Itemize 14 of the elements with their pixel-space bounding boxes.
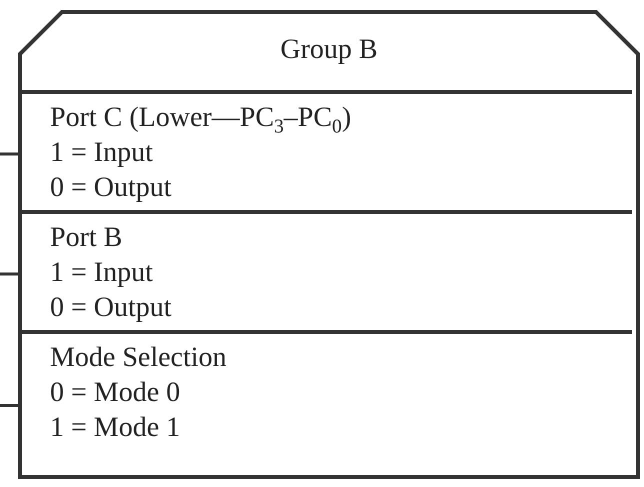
bit-setting-text: 1 = Input bbox=[50, 136, 153, 170]
bit-setting-text: 0 = Mode 0 bbox=[50, 376, 180, 410]
section-heading: Mode Selection bbox=[50, 341, 227, 375]
connector-line bbox=[0, 404, 18, 407]
group-panel bbox=[18, 10, 640, 477]
connector-line bbox=[0, 152, 18, 156]
bit-setting-text: 1 = Input bbox=[50, 256, 153, 290]
section-heading: Port B bbox=[50, 221, 122, 255]
group-heading: Group B bbox=[280, 33, 378, 67]
bit-setting-text: 0 = Output bbox=[50, 171, 172, 205]
bit-setting-text: 0 = Output bbox=[50, 291, 172, 325]
connector-line bbox=[0, 272, 18, 276]
section-heading: Port C (Lower—PC$_{3}$–PC$_{0}$) bbox=[50, 101, 352, 135]
bit-setting-text: 1 = Mode 1 bbox=[50, 411, 180, 445]
